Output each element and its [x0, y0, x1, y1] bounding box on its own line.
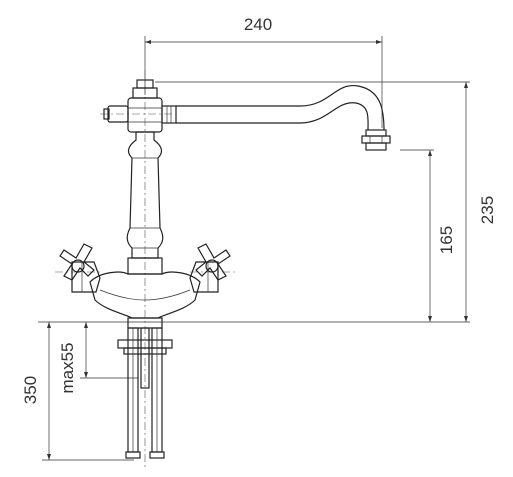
dimension-label-240: 240 — [244, 15, 272, 34]
dimension-lines — [38, 36, 470, 461]
dimension-label-165: 165 — [437, 226, 456, 254]
dimension-label-max55: max55 — [58, 342, 77, 393]
dimension-arrows — [47, 40, 468, 460]
faucet-body — [59, 79, 391, 459]
dimension-label-235: 235 — [478, 196, 497, 224]
dimension-label-350: 350 — [21, 376, 40, 404]
